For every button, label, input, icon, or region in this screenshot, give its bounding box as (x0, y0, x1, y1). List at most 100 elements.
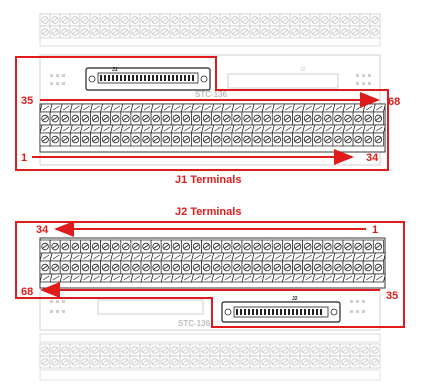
j2-side-marks (50, 300, 365, 313)
terminal-slot (372, 273, 386, 283)
faded-terminal (309, 13, 321, 27)
faded-terminal (229, 355, 241, 369)
terminal-screw (352, 260, 364, 275)
faded-terminal (289, 355, 301, 369)
j2-figure: J2 Terminals STC-136 J2 (15, 206, 405, 381)
faded-terminal (219, 343, 231, 357)
faded-terminal (49, 25, 61, 39)
faded-terminal (259, 343, 271, 357)
terminal-screw (100, 260, 112, 275)
faded-terminal (199, 343, 211, 357)
terminal-screw (282, 239, 293, 254)
terminal-screw (39, 132, 51, 147)
faded-terminal (189, 13, 201, 27)
terminal-slot (211, 273, 225, 283)
j1-ribbon-connector: J1 (85, 67, 211, 91)
faded-terminal (369, 25, 381, 39)
terminal-screw (191, 239, 202, 254)
faded-terminal (189, 343, 201, 357)
faded-terminal (69, 25, 81, 39)
terminal-screw (150, 260, 162, 275)
faded-terminal (59, 343, 71, 357)
terminal-slot (110, 273, 124, 283)
j1-figure: J1 J2 STC-136 35 68 1 34 J1 Terminals (15, 13, 400, 186)
j2-label-35: 35 (386, 290, 398, 302)
faded-terminal (139, 355, 151, 369)
terminal-screw (302, 239, 314, 254)
faded-terminal (149, 343, 161, 357)
terminal-screw (251, 111, 263, 126)
faded-terminal (129, 355, 141, 369)
faded-terminal (279, 355, 291, 369)
terminal-screw (39, 239, 51, 254)
faded-terminal (199, 355, 211, 369)
faded-terminal (319, 25, 331, 39)
terminal-screw (302, 111, 314, 126)
faded-terminal (309, 25, 321, 39)
faded-terminal (139, 13, 151, 27)
terminal-slot (221, 273, 235, 283)
j1-label-34: 34 (366, 152, 379, 164)
terminal-screw (261, 111, 273, 126)
j1-label-1: 1 (21, 152, 27, 164)
terminal-screw (130, 239, 142, 254)
j1-board-label: STC-136 (195, 90, 228, 99)
j1-connector-pins (100, 75, 194, 81)
faded-terminal (289, 343, 301, 357)
faded-terminal (109, 25, 121, 39)
faded-terminal (119, 13, 131, 27)
terminal-slot (231, 273, 245, 283)
terminal-screw (140, 111, 152, 126)
terminal-screw (170, 111, 182, 126)
terminal-screw (80, 111, 91, 126)
terminal-screw (271, 111, 283, 126)
terminal-screw (201, 239, 213, 254)
terminal-screw (372, 111, 384, 126)
j1-secondary-connector: J2 (227, 67, 339, 89)
terminal-screw (231, 132, 243, 147)
faded-terminal (329, 343, 341, 357)
faded-terminal (289, 13, 301, 27)
terminal-screw (332, 239, 344, 254)
terminal-screw (130, 132, 142, 147)
terminal-screw (130, 111, 142, 126)
terminal-screw (140, 260, 152, 275)
faded-terminal (159, 25, 171, 39)
faded-terminal (109, 13, 121, 27)
terminal-screw (69, 239, 81, 254)
terminal-screw (110, 111, 122, 126)
terminal-screw (271, 260, 283, 275)
faded-terminal (169, 25, 181, 39)
j1-label-35: 35 (21, 95, 33, 107)
terminal-screw (352, 111, 364, 126)
faded-terminal (129, 13, 141, 27)
j1-caption: J1 Terminals (175, 174, 241, 186)
faded-terminal (79, 13, 91, 27)
faded-terminal (369, 343, 381, 357)
terminal-screw (292, 260, 303, 275)
terminal-screw (120, 260, 132, 275)
terminal-screw (49, 111, 61, 126)
faded-terminal (249, 343, 261, 357)
terminal-screw (49, 132, 61, 147)
faded-terminal (359, 25, 371, 39)
faded-terminal (119, 25, 131, 39)
terminal-screw (322, 132, 334, 147)
faded-terminal (339, 355, 351, 369)
terminal-slot (150, 273, 164, 283)
terminal-screw (372, 260, 384, 275)
faded-terminal (249, 355, 261, 369)
j2-faded-connector (97, 299, 204, 315)
faded-terminal (149, 13, 161, 27)
faded-terminal (259, 25, 271, 39)
terminal-screw (90, 132, 101, 147)
terminal-screw (241, 111, 253, 126)
faded-terminal (159, 343, 171, 357)
terminal-screw (211, 132, 223, 147)
terminal-screw (140, 132, 152, 147)
terminal-screw (221, 132, 233, 147)
faded-terminal (329, 355, 341, 369)
terminal-screw (110, 260, 122, 275)
terminal-screw (312, 239, 324, 254)
terminal-screw (322, 260, 334, 275)
